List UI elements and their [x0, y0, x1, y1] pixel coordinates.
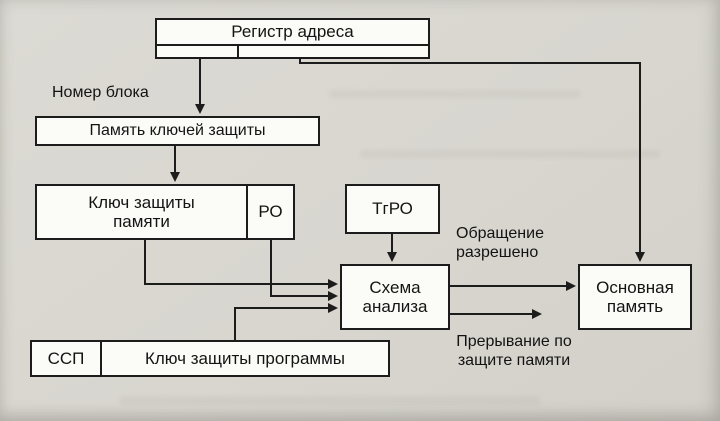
node-program-protection-key-label: Ключ защиты программы	[144, 348, 346, 368]
node-ro-label: РО	[258, 202, 283, 222]
node-ssp-label: ССП	[47, 348, 85, 368]
node-tgro: ТгРО	[345, 184, 440, 234]
node-memory-protection-key-group: Ключ защиты памяти РО	[35, 184, 295, 240]
keybox-divider	[246, 186, 248, 238]
node-memory-protection-key: Ключ защиты памяти	[37, 186, 246, 238]
label-block-number: Номер блока	[52, 84, 149, 101]
label-access-allowed: Обращение разрешено	[456, 225, 544, 261]
node-tgro-label: ТгРО	[372, 199, 413, 219]
field-strip-divider	[237, 46, 239, 57]
sspbox-divider	[100, 342, 102, 375]
node-ssp: ССП	[32, 342, 100, 375]
node-address-register-label: Регистр адреса	[231, 22, 354, 42]
node-main-memory: Основная память	[578, 264, 692, 330]
arrow-programkey-to-scheme	[234, 303, 338, 340]
scan-artifact	[120, 396, 540, 405]
node-analysis-scheme-label: Схема анализа	[362, 277, 428, 316]
scan-artifact	[360, 150, 660, 158]
node-protection-keys-memory: Память ключей защиты	[35, 116, 320, 146]
node-program-protection-key: Ключ защиты программы	[102, 342, 388, 375]
node-protection-keys-memory-label: Память ключей защиты	[89, 122, 266, 140]
address-register-field-strip	[155, 44, 430, 59]
node-main-memory-label: Основная память	[596, 277, 674, 316]
node-analysis-scheme: Схема анализа	[340, 264, 450, 330]
node-ro: РО	[248, 186, 293, 238]
node-address-register: Регистр адреса	[155, 18, 430, 46]
node-memory-protection-key-label: Ключ защиты памяти	[88, 192, 195, 231]
arrow-ro-to-scheme	[270, 240, 338, 301]
node-ssp-program-key-group: ССП Ключ защиты программы	[30, 340, 390, 377]
arrow-keybox-to-scheme	[144, 240, 338, 289]
scan-artifact	[330, 90, 580, 98]
label-memory-interrupt: Прерывание по защите памяти	[456, 333, 572, 369]
